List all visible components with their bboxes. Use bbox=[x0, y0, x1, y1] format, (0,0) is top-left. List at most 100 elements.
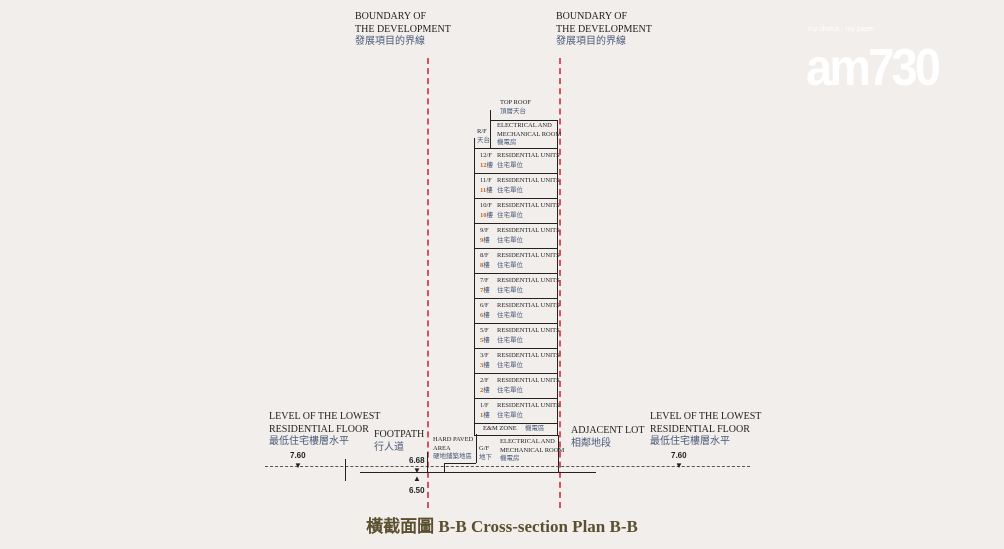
ground-level-line bbox=[265, 466, 750, 467]
gf-wall bbox=[476, 434, 477, 463]
ground-floor: G/F 地下 ELECTRICAL AND MECHANICAL ROOM 機電… bbox=[476, 435, 564, 472]
lowest-en2: RESIDENTIAL FLOOR bbox=[650, 423, 750, 435]
am730-logo: am730 bbox=[806, 39, 941, 97]
unit-label-zh: 住宅單位 bbox=[497, 162, 523, 169]
boundary-label-right: BOUNDARY OF THE DEVELOPMENT 發展項目的界線 bbox=[556, 11, 652, 49]
site-wall bbox=[427, 452, 428, 472]
floor-label: 2/F bbox=[480, 377, 489, 384]
top-roof-en: TOP ROOF bbox=[500, 99, 531, 106]
gf-en: G/F bbox=[479, 445, 490, 452]
floor-number: 3 bbox=[480, 362, 484, 369]
unit-label-zh: 住宅單位 bbox=[497, 412, 523, 419]
hard-paved-surface bbox=[444, 463, 476, 464]
unit-label: RESIDENTIAL UNITS bbox=[497, 352, 560, 359]
floor-suffix: 樓 bbox=[486, 162, 494, 169]
floor-suffix: 樓 bbox=[483, 287, 490, 294]
unit-label-zh: 住宅單位 bbox=[497, 337, 523, 344]
gf-room-en2: MECHANICAL ROOM bbox=[500, 446, 565, 454]
unit-label: RESIDENTIAL UNITS bbox=[497, 402, 560, 409]
floor-row: 9/F 9樓 RESIDENTIAL UNITS 住宅單位 bbox=[474, 223, 560, 248]
boundary-en1: BOUNDARY OF bbox=[556, 11, 628, 22]
roof-floor-label: R/F 天台 bbox=[477, 128, 490, 145]
gf-room-en1: ELECTRICAL AND bbox=[500, 438, 555, 445]
em-zone-zh: 機電區 bbox=[525, 425, 545, 432]
floor-label: 10/F bbox=[480, 202, 492, 209]
roof-zh: 天台 bbox=[477, 136, 490, 144]
ground-solid-line bbox=[360, 472, 596, 473]
floor-label: 8/F bbox=[480, 252, 489, 259]
unit-label: RESIDENTIAL UNITS bbox=[497, 177, 560, 184]
floor-number: 5 bbox=[480, 337, 484, 344]
floor-label-zh: 8樓 bbox=[480, 262, 490, 270]
floor-suffix: 樓 bbox=[483, 337, 490, 344]
hard-paved-en1: HARD PAVED bbox=[433, 436, 474, 443]
floor-label-zh: 9樓 bbox=[480, 237, 490, 245]
floor-suffix: 樓 bbox=[483, 312, 490, 319]
floor-label: 3/F bbox=[480, 352, 489, 359]
floor-label-zh: 2樓 bbox=[480, 387, 490, 395]
floor-number: 11 bbox=[480, 187, 487, 194]
floor-suffix: 樓 bbox=[483, 237, 490, 244]
hard-paved-zh: 硬地鋪築地區 bbox=[433, 453, 472, 460]
hard-paved-edge bbox=[444, 463, 445, 472]
floor-label: 1/F bbox=[480, 402, 489, 409]
floor-row: 12/F 12樓 RESIDENTIAL UNITS 住宅單位 bbox=[474, 148, 560, 173]
unit-label-zh: 住宅單位 bbox=[497, 287, 523, 294]
footpath-zh: 行人道 bbox=[374, 441, 404, 453]
roof-en: R/F bbox=[477, 128, 487, 135]
unit-label: RESIDENTIAL UNITS bbox=[497, 377, 560, 384]
unit-label-zh: 住宅單位 bbox=[497, 212, 523, 219]
floor-number: 10 bbox=[480, 212, 487, 219]
floor-label-zh: 10樓 bbox=[480, 212, 493, 220]
roof-room-zh: 機電房 bbox=[497, 139, 517, 146]
floor-number: 7 bbox=[480, 287, 484, 294]
kerb bbox=[345, 459, 346, 481]
floor-number: 12 bbox=[480, 162, 487, 169]
level-7-60-left: 7.60 bbox=[290, 451, 306, 460]
level-marker-icon: ▼▲ bbox=[413, 466, 421, 483]
level-6-68: 6.68 bbox=[409, 456, 425, 465]
floor-suffix: 樓 bbox=[483, 412, 490, 419]
level-7-60-right: 7.60 bbox=[671, 451, 687, 460]
floor-number: 6 bbox=[480, 312, 484, 319]
top-roof-zh: 頂層天台 bbox=[500, 107, 526, 115]
floor-number: 9 bbox=[480, 237, 484, 244]
gf-zh: 地下 bbox=[479, 453, 492, 461]
gf-room: ELECTRICAL AND MECHANICAL ROOM 機電房 bbox=[500, 438, 564, 464]
floor-label-zh: 6樓 bbox=[480, 312, 490, 320]
floor-suffix: 樓 bbox=[483, 362, 490, 369]
logo-tagline: my choice . my paper bbox=[808, 26, 875, 33]
hard-paved-en2: AREA bbox=[433, 444, 451, 452]
lowest-zh: 最低住宅樓層水平 bbox=[650, 436, 730, 447]
unit-label: RESIDENTIAL UNITS bbox=[497, 327, 560, 334]
floor-label: 5/F bbox=[480, 327, 489, 334]
roof-room-text: ELECTRICAL AND MECHANICAL ROOM 機電房 bbox=[497, 122, 561, 148]
floor-label-zh: 5樓 bbox=[480, 337, 490, 345]
floor-label: 9/F bbox=[480, 227, 489, 234]
floor-label-zh: 11樓 bbox=[480, 187, 493, 195]
floor-row: 6/F 6樓 RESIDENTIAL UNITS 住宅單位 bbox=[474, 298, 560, 323]
floor-number: 2 bbox=[480, 387, 484, 394]
roof-em-room: ELECTRICAL AND MECHANICAL ROOM 機電房 bbox=[490, 120, 561, 149]
footpath-label: FOOTPATH 行人道 bbox=[374, 429, 424, 454]
boundary-line-left bbox=[427, 58, 429, 508]
diagram-title: 橫截面圖 B-B Cross-section Plan B-B bbox=[366, 517, 638, 536]
floor-number: 1 bbox=[480, 412, 484, 419]
level-6-50: 6.50 bbox=[409, 486, 425, 495]
floor-label: 6/F bbox=[480, 302, 489, 309]
level-marker-left-icon: ▼ bbox=[294, 461, 302, 470]
lowest-floor-label-left: LEVEL OF THE LOWEST RESIDENTIAL FLOOR 最低… bbox=[269, 411, 380, 449]
floor-row: 2/F 2樓 RESIDENTIAL UNITS 住宅單位 bbox=[474, 373, 560, 398]
floor-label: 7/F bbox=[480, 277, 489, 284]
floor-row: 10/F 10樓 RESIDENTIAL UNITS 住宅單位 bbox=[474, 198, 560, 223]
hard-paved-label: HARD PAVED AREA 硬地鋪築地區 bbox=[433, 436, 473, 462]
unit-label: RESIDENTIAL UNITS bbox=[497, 227, 560, 234]
floor-suffix: 樓 bbox=[483, 387, 490, 394]
unit-label-zh: 住宅單位 bbox=[497, 312, 523, 319]
roof-parapet bbox=[490, 110, 491, 120]
lowest-floor-label-right: LEVEL OF THE LOWEST RESIDENTIAL FLOOR 最低… bbox=[650, 411, 761, 449]
lowest-en1: LEVEL OF THE LOWEST bbox=[269, 411, 381, 422]
boundary-line-right bbox=[559, 58, 561, 508]
floor-row: 3/F 3樓 RESIDENTIAL UNITS 住宅單位 bbox=[474, 348, 560, 373]
